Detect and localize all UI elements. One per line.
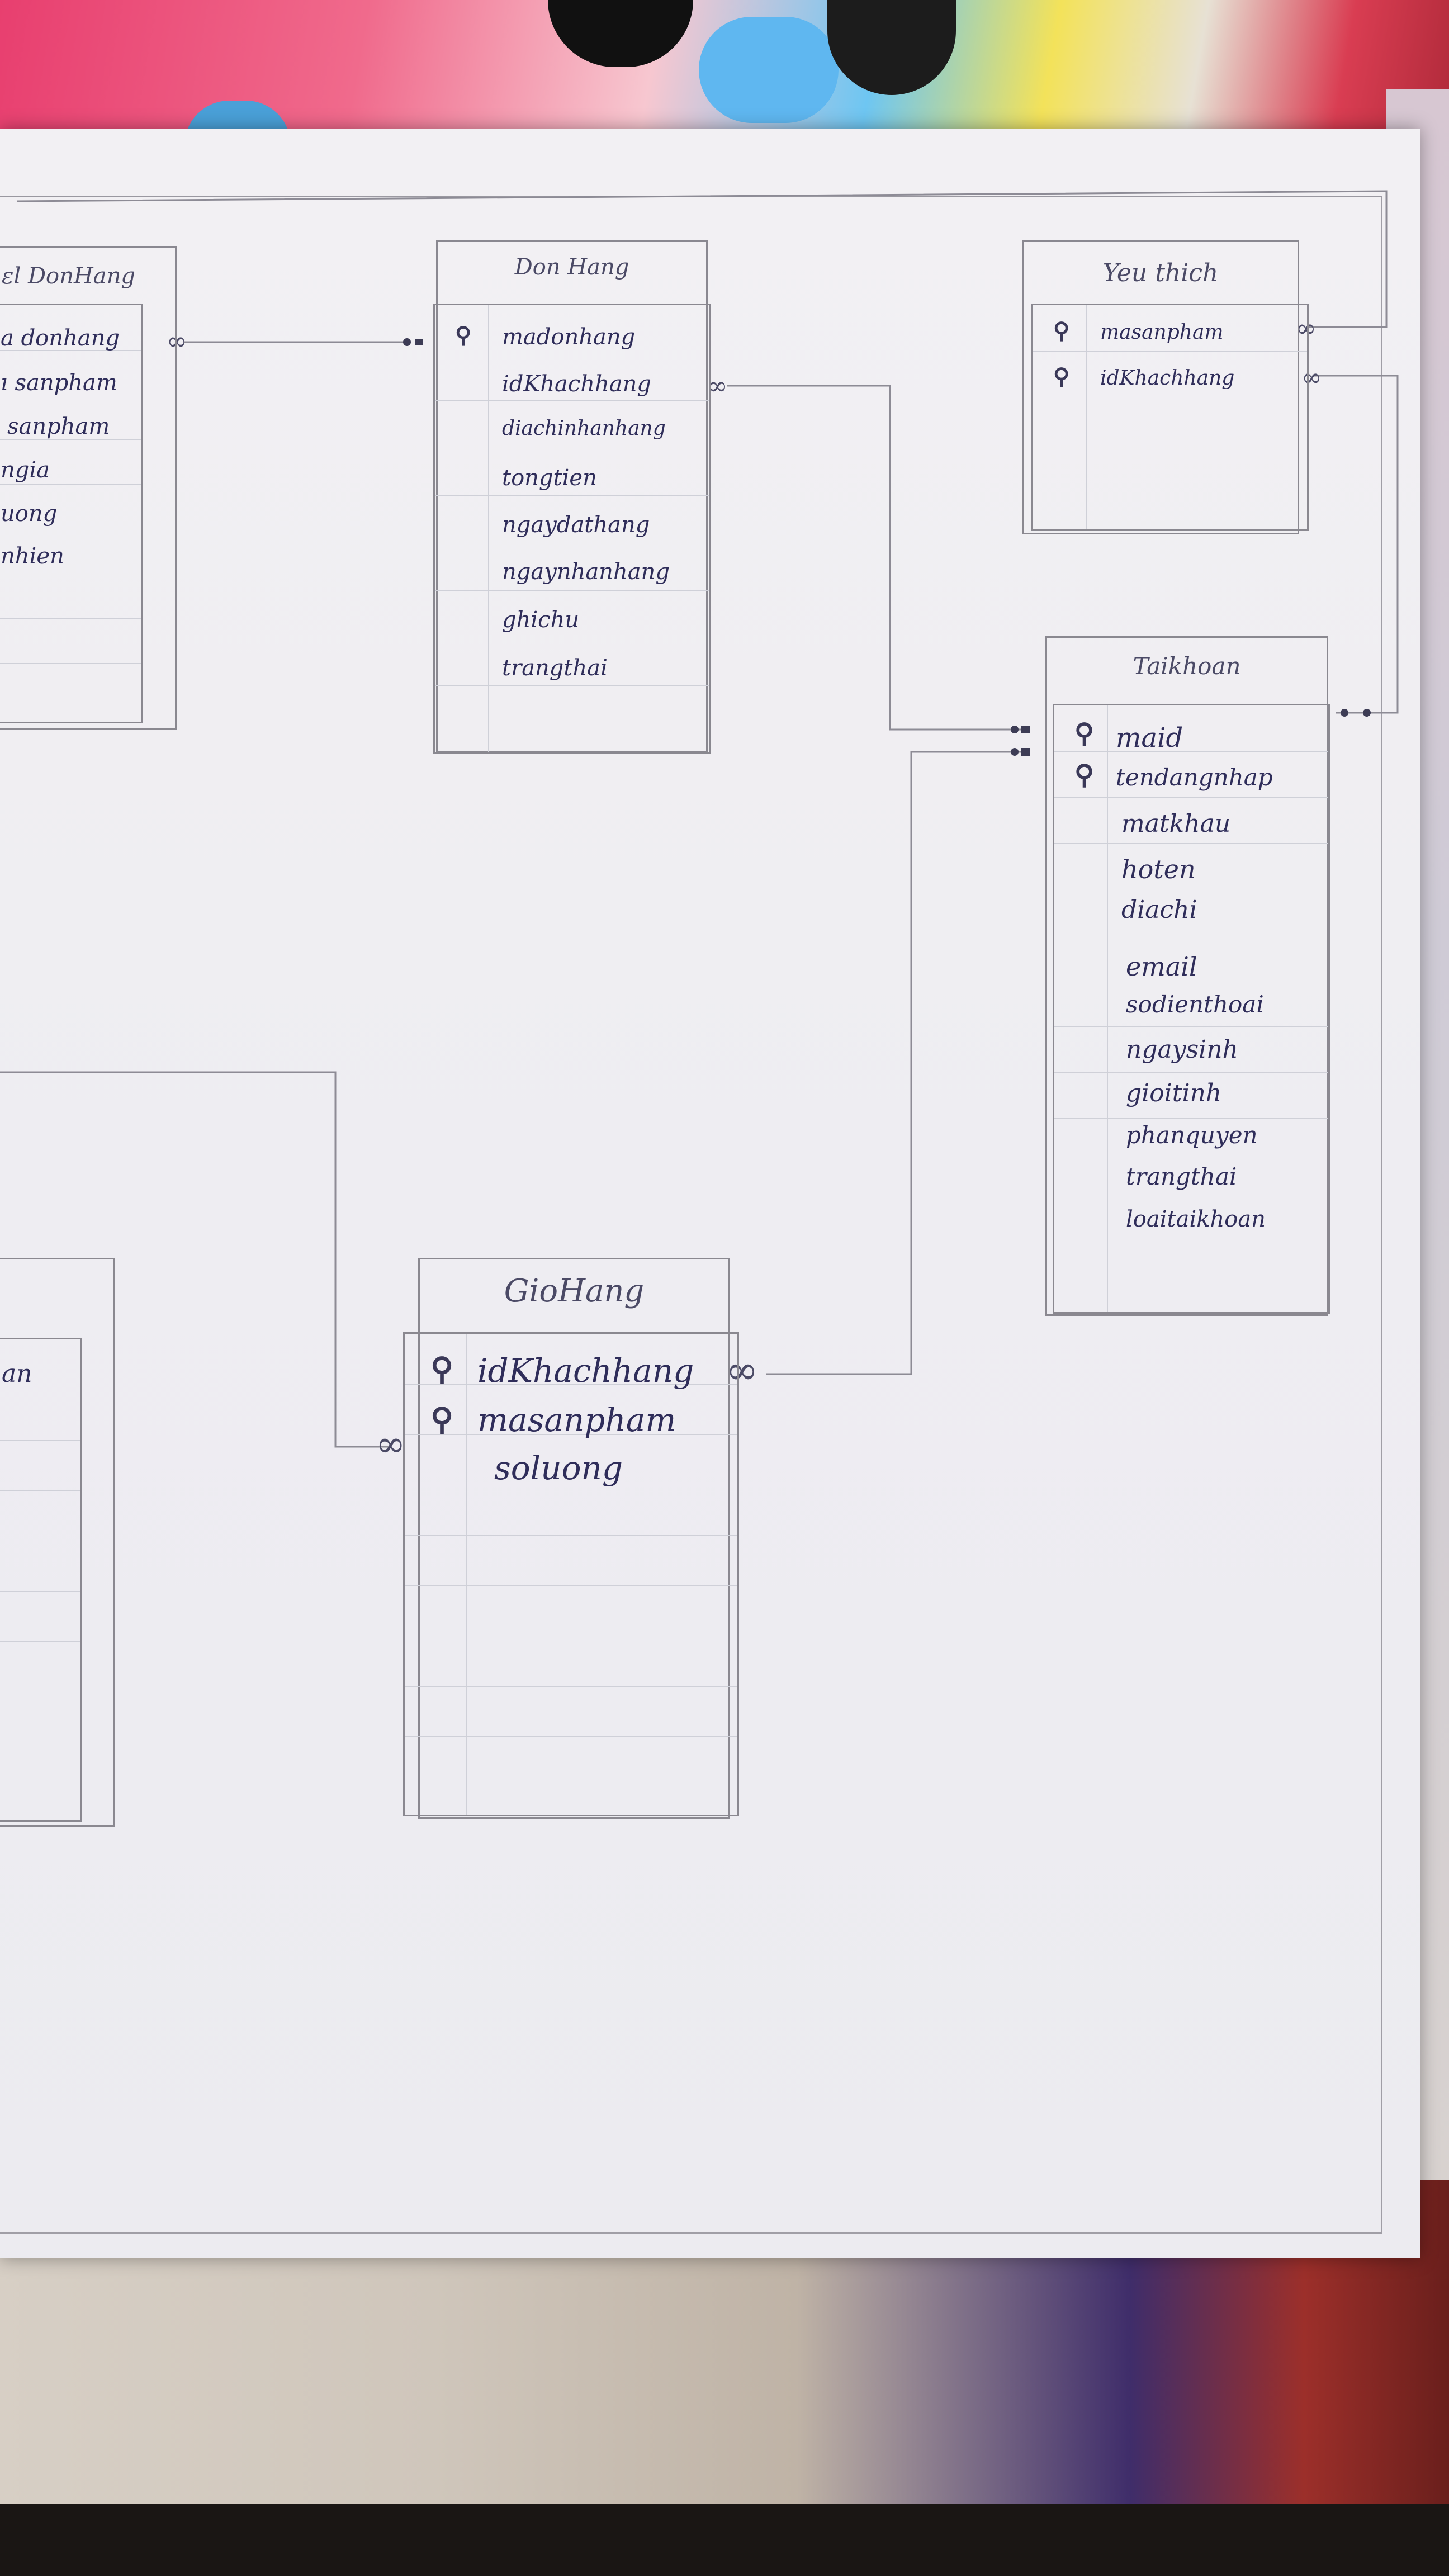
- entity-title: ɛl DonHang: [2, 263, 135, 289]
- key-icon: ⚲: [430, 1351, 454, 1388]
- field-label: ngaydathang: [502, 512, 650, 538]
- field-label: ngaysinh: [1126, 1035, 1238, 1064]
- key-icon: ⚲: [1074, 759, 1095, 790]
- field-label: phanquyen: [1126, 1121, 1258, 1149]
- key-icon: ⚲: [1053, 318, 1070, 344]
- entity-sanpham-partial: an: [0, 1258, 115, 1827]
- field-label: maid: [1116, 722, 1183, 754]
- field-label: matkhau: [1121, 809, 1231, 838]
- floor-shadow: [0, 2504, 1449, 2576]
- field-label: idKhachhang: [1100, 367, 1235, 390]
- entity-yeuthich: Yeu thich ⚲ ⚲ masanpham idKhachhang: [1022, 240, 1309, 534]
- field-label: an: [2, 1360, 32, 1388]
- field-label: sanpham: [7, 414, 110, 439]
- entity-fields-box: ⚲ ⚲ maid tendangnhap matkhau hoten diach…: [1053, 704, 1330, 1314]
- field-label: madonhang: [502, 324, 636, 350]
- entity-fields-box: ⚲ ⚲ masanpham idKhachhang: [1031, 304, 1309, 531]
- key-icon: ⚲: [1074, 718, 1095, 749]
- entity-fields-box: ⚲ ⚲ idKhachhang masanpham soluong: [403, 1332, 739, 1816]
- field-label: hoten: [1121, 854, 1196, 884]
- entity-fields-box: an: [0, 1338, 82, 1822]
- field-label: sodienthoai: [1126, 991, 1264, 1018]
- field-label: trangthai: [502, 655, 608, 681]
- field-label: idKhachhang: [477, 1352, 694, 1390]
- entity-taikhoan: Taikhoan ⚲ ⚲ maid tendangnhap matkhau ho…: [1045, 636, 1330, 1316]
- entity-fields-box: a donhang ı sanpham sanpham ngia uong nh…: [0, 304, 143, 723]
- entity-title: GioHang: [504, 1273, 645, 1309]
- field-label: idKhachhang: [502, 371, 652, 397]
- key-icon: ⚲: [455, 322, 472, 348]
- field-label: soluong: [494, 1449, 623, 1487]
- field-label: tendangnhap: [1116, 764, 1273, 791]
- field-label: tongtien: [502, 465, 597, 491]
- field-label: a donhang: [1, 325, 120, 351]
- entity-title: Taikhoan: [1133, 652, 1241, 680]
- field-label: trangthai: [1126, 1163, 1237, 1190]
- field-label: ngaynhanhang: [502, 559, 670, 585]
- field-label: ghichu: [502, 607, 580, 633]
- field-label: uong: [1, 501, 58, 527]
- entity-chitiet-donhang: ɛl DonHang a donhang ı sanpham sanpham n…: [0, 246, 177, 730]
- field-label: masanpham: [477, 1401, 676, 1439]
- entity-donhang: Don Hang ⚲ madonhang idKhachhang diachin…: [433, 240, 711, 754]
- entity-fields-box: ⚲ madonhang idKhachhang diachinhanhang t…: [433, 304, 711, 754]
- field-label: ngia: [1, 457, 50, 483]
- key-icon: ⚲: [1053, 363, 1070, 390]
- field-label: nhien: [1, 543, 64, 569]
- entity-title: Yeu thich: [1102, 259, 1219, 287]
- field-label: masanpham: [1100, 321, 1224, 344]
- field-label: gioitinh: [1126, 1079, 1222, 1107]
- background-shape: [699, 17, 839, 123]
- field-label: ı sanpham: [1, 370, 117, 396]
- entity-title: Don Hang: [514, 254, 629, 280]
- field-label: diachi: [1121, 896, 1197, 924]
- entity-giohang: GioHang ⚲ ⚲ idKhachhang masanpham soluon…: [403, 1258, 739, 1819]
- field-label: email: [1126, 951, 1197, 982]
- key-icon: ⚲: [430, 1401, 454, 1438]
- field-label: diachinhanhang: [502, 417, 666, 440]
- field-label: loaitaikhoan: [1126, 1206, 1266, 1232]
